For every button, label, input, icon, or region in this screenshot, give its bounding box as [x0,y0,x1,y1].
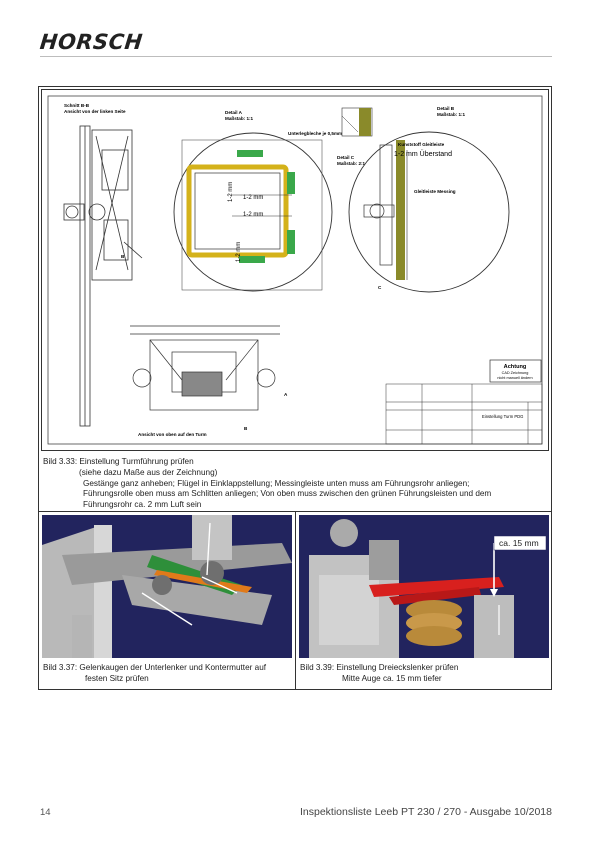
title-block-name: Einstellung Turm PDG [482,414,523,419]
main-caption-line-5: Führungsrohr ca. 2 mm Luft sein [83,500,202,510]
label-a: A [284,392,288,397]
view-subtitle: Ansicht von der linken Seite [64,109,126,114]
cad-drawing: Schnitt B-B Ansicht von der linken Seite… [41,89,549,451]
dim-label-3: 1-2 mm [243,212,263,218]
dim-label-4: 1-2 mm [236,242,242,262]
detail-a-view [173,132,333,292]
caption-lower-link: Bild 3.37: Gelenkaugen der Unterlenker u… [43,663,266,684]
detail-b-view [348,131,510,293]
detail-c-title: Detail C [337,155,355,160]
main-caption-line-3: Gestänge ganz anheben; Flügel in Einklap… [83,478,470,488]
main-caption: Bild 3.33: Einstellung Turmführung prüfe… [43,457,548,511]
label-c: C [378,285,382,290]
view-title: Schnitt B-B [64,103,90,108]
header-rule [40,56,552,57]
cad-drawing-svg: Schnitt B-B Ansicht von der linken Seite… [47,95,543,445]
caption-triangle-link-line-1: Bild 3.39: Einstellung Dreieckslenker pr… [300,663,459,672]
page-number: 14 [40,807,51,818]
notice-line2: nicht manuell ändern [497,376,532,380]
photo-lower-link-joints-svg [42,515,292,658]
caption-lower-link-line-2: festen Sitz prüfen [85,673,149,683]
caption-lower-link-line-1: Bild 3.37: Gelenkaugen der Unterlenker u… [43,663,267,672]
photo-lower-link-joints [42,515,292,658]
photo-dimension-label: ca. 15 mm [499,538,539,548]
dim-label-1: 1-2 mm [228,182,234,202]
horsch-logo: HORSCH [38,30,144,54]
dim-label-2: 1-2 mm [243,195,263,201]
column-divider [295,511,296,690]
notice-title: Achtung [504,364,527,370]
photo-triangle-link: ca. 15 mm [299,515,549,658]
detail-c-scale: Maßstab: 2:1 [337,161,366,166]
detail-a-title: Detail A [225,110,243,115]
detail-b-scale: Maßstab: 1:1 [437,112,466,117]
detail-c-view [341,107,373,137]
overhang-label: 1-2 mm Überstand [394,150,452,158]
top-view-caption: Ansicht von oben auf den Turm [138,432,207,437]
notice-line1: CAD Zeichnung [502,371,529,375]
main-caption-line-2: (siehe dazu Maße aus der Zeichnung) [79,467,218,477]
label-b2: B [244,426,248,431]
caption-triangle-link-line-2: Mitte Auge ca. 15 mm tiefer [342,673,442,683]
shim-note: Unterlegbleche je 0,5mm [288,131,342,136]
detail-a-scale: Maßstab: 1:1 [225,116,254,121]
label-b1: B [121,254,125,259]
document-title: Inspektionsliste Leeb PT 230 / 270 - Aus… [300,806,552,818]
main-caption-line-1: Bild 3.33: Einstellung Turmführung prüfe… [43,457,194,466]
main-caption-line-4: Führungsrolle oben muss am Schlitten anl… [83,489,492,499]
plastic-strip-label: Kunststoff Gleitleiste [398,142,445,147]
brass-strip-label: Gleitleiste Messing [414,189,456,194]
detail-b-title: Detail B [437,106,455,111]
photo-triangle-link-svg: ca. 15 mm [299,515,549,658]
side-view-machine [63,125,143,427]
caption-triangle-link: Bild 3.39: Einstellung Dreieckslenker pr… [300,663,458,684]
title-block [385,383,543,445]
top-view-machine [130,325,280,411]
